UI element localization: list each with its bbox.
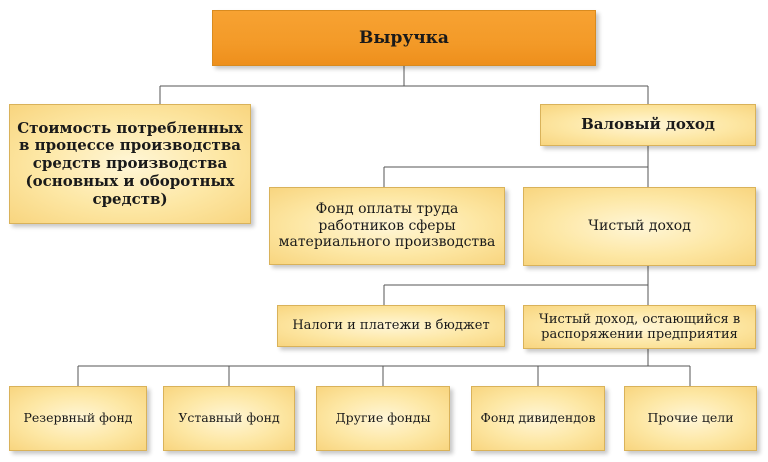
gross-income-box: Валовый доход [540, 104, 756, 146]
connector-root-split [159, 66, 649, 104]
charter-fund-label: Уставный фонд [178, 410, 280, 426]
reserve-fund-box: Резервный фонд [9, 386, 147, 451]
gross-income-label: Валовый доход [581, 115, 715, 134]
wage-fund-box: Фонд оплаты труда работников сферы матер… [269, 187, 505, 265]
revenue-label: Выручка [359, 27, 449, 48]
retained-income-label: Чистый доход, остающийся в распоряжении … [538, 311, 741, 342]
other-goals-label: Прочие цели [647, 410, 734, 426]
charter-fund-box: Уставный фонд [163, 386, 295, 451]
dividend-fund-label: Фонд дивидендов [480, 410, 596, 426]
consumed-means-box: Стоимость потребленных в процессе произв… [9, 104, 251, 224]
consumed-means-label: Стоимость потребленных в процессе произв… [17, 118, 243, 208]
connector-gross-split [383, 146, 649, 187]
other-funds-label: Другие фонды [335, 410, 431, 426]
taxes-box: Налоги и платежи в бюджет [277, 305, 505, 347]
connector-funds-split [77, 349, 691, 386]
connector-net-split [383, 266, 649, 305]
net-income-label: Чистый доход [588, 218, 691, 235]
other-funds-box: Другие фонды [316, 386, 450, 451]
other-goals-box: Прочие цели [624, 386, 757, 451]
net-income-box: Чистый доход [523, 187, 756, 266]
revenue-box: Выручка [212, 10, 596, 66]
reserve-fund-label: Резервный фонд [23, 410, 133, 426]
taxes-label: Налоги и платежи в бюджет [292, 318, 490, 334]
retained-income-box: Чистый доход, остающийся в распоряжении … [523, 305, 756, 349]
dividend-fund-box: Фонд дивидендов [471, 386, 605, 451]
wage-fund-label: Фонд оплаты труда работников сферы матер… [278, 201, 496, 251]
